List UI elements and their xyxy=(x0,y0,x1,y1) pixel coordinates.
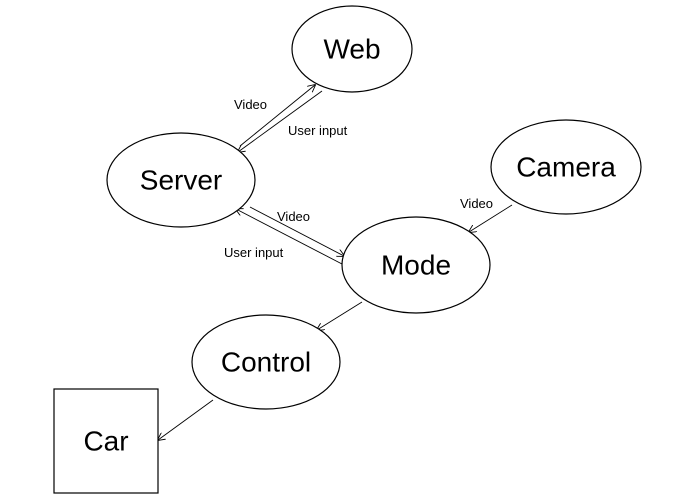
node-control: Control xyxy=(191,314,341,410)
node-mode-label: Mode xyxy=(381,250,451,281)
node-control-shape xyxy=(191,314,341,410)
node-server: Server xyxy=(106,132,256,228)
node-camera: Camera xyxy=(490,119,642,215)
node-mode: Mode xyxy=(341,216,491,314)
node-camera-shape xyxy=(490,119,642,215)
edge-mode-to-server xyxy=(236,209,343,265)
edge-control-to-car xyxy=(158,399,214,440)
node-mode-shape xyxy=(341,216,491,314)
edge-label-server-to-web: Video xyxy=(234,97,267,112)
node-car-shape xyxy=(53,388,159,494)
node-server-label: Server xyxy=(140,165,222,196)
node-car-label: Car xyxy=(83,426,128,457)
edge-label-mode-to-server: User input xyxy=(224,245,284,260)
node-control-label: Control xyxy=(221,347,311,378)
edge-camera-to-mode xyxy=(469,204,513,232)
node-car: Car xyxy=(53,388,159,494)
edge-server-to-mode xyxy=(249,206,344,256)
edge-label-web-to-server: User input xyxy=(288,123,348,138)
node-web-label: Web xyxy=(323,34,380,65)
node-camera-label: Camera xyxy=(516,152,616,183)
edge-label-server-to-mode: Video xyxy=(277,209,310,224)
edge-mode-to-control xyxy=(317,301,363,330)
edge-label-camera-to-mode: Video xyxy=(460,196,493,211)
node-web: Web xyxy=(291,5,413,93)
node-web-shape xyxy=(291,5,413,93)
node-server-shape xyxy=(106,132,256,228)
edge-server-to-web xyxy=(239,85,315,147)
edge-web-to-server xyxy=(238,90,323,152)
